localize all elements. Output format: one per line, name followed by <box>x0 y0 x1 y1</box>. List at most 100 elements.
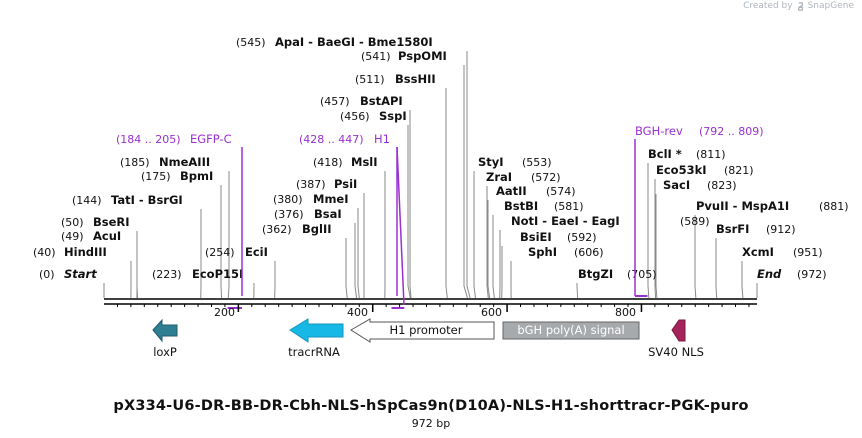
site-position: (223) <box>152 268 182 281</box>
site-name: PvuII - MspA1I <box>696 199 789 213</box>
site-leader <box>407 125 411 299</box>
site-leader <box>409 110 412 299</box>
site-leader <box>694 215 697 299</box>
site-leader <box>576 283 579 299</box>
site-position: (380) <box>273 193 303 206</box>
site-position: (951) <box>793 246 823 259</box>
site-position: (811) <box>696 148 726 161</box>
primer-marks: (184 .. 205)EGFP-C(428 .. 447)H1(792 .. … <box>116 124 764 309</box>
site-leader <box>473 171 477 299</box>
site-position: (387) <box>296 178 326 191</box>
SV40-NLS-feature-arrow <box>671 319 686 342</box>
primer-range: (184 .. 205) <box>116 133 181 146</box>
primer-name: H1 <box>374 132 390 146</box>
site-position: (456) <box>340 110 370 123</box>
tracrRNA-feature-arrow <box>289 318 344 343</box>
plasmid-map: (0)Start(40)HindIII(49)AcuI(50)BseRI(144… <box>33 35 849 359</box>
site-position: (175) <box>141 170 171 183</box>
site-leader <box>227 171 230 299</box>
site-position: (376) <box>274 208 304 221</box>
site-leader <box>354 223 358 299</box>
site-position: (0) <box>39 268 55 281</box>
site-leader <box>345 238 348 299</box>
site-position: (254) <box>205 246 235 259</box>
site-position: (553) <box>522 156 552 169</box>
site-position: (574) <box>546 185 576 198</box>
sequence-backbone <box>104 298 757 305</box>
site-position: (972) <box>797 268 827 281</box>
site-name: BstBI <box>504 199 538 213</box>
site-name: ZraI <box>486 170 512 184</box>
site-name: EciI <box>245 245 268 259</box>
primer-range: (792 .. 809) <box>699 125 764 138</box>
site-position: (457) <box>320 95 350 108</box>
site-name: BglII <box>302 222 332 236</box>
site-position: (541) <box>361 50 391 63</box>
site-leader <box>654 179 657 299</box>
snapgene-credit: Created by SnapGene <box>743 1 854 11</box>
H1-promoter-feature-arrow <box>350 318 495 343</box>
site-position: (821) <box>724 164 754 177</box>
site-position: (545) <box>236 36 266 49</box>
site-labels: (0)Start(40)HindIII(49)AcuI(50)BseRI(144… <box>33 35 849 281</box>
site-name: BpmI <box>180 169 213 183</box>
site-name: BsrFI <box>716 222 749 236</box>
site-leader <box>463 65 468 299</box>
site-leader <box>136 231 139 299</box>
site-name: AatII <box>496 184 527 198</box>
site-position: (511) <box>355 73 385 86</box>
primer-name: EGFP-C <box>190 132 232 146</box>
site-name: BssHII <box>395 72 436 86</box>
feature-label: tracrRNA <box>288 345 340 359</box>
site-name: MslI <box>351 155 378 169</box>
site-name: Start <box>64 267 97 281</box>
primer-leader-slant <box>396 146 405 306</box>
site-name: PspOMI <box>398 49 447 63</box>
feature-label: SV40 NLS <box>648 345 704 359</box>
site-leader <box>655 194 658 299</box>
primer-name: BGH-rev <box>635 124 683 138</box>
ruler-label: 600 <box>481 306 502 319</box>
site-position: (185) <box>120 156 150 169</box>
credit-brand: SnapGene <box>807 1 854 11</box>
site-position: (592) <box>567 231 597 244</box>
site-name: MmeI <box>313 192 349 206</box>
site-name: ApaI - BaeGI - Bme1580I <box>275 35 433 49</box>
site-name: SphI <box>528 245 557 259</box>
site-name: BsaI <box>314 207 342 221</box>
site-position: (823) <box>707 179 737 192</box>
site-leader-lines <box>103 51 758 299</box>
site-name: TatI - BsrGI <box>111 193 183 207</box>
site-leader <box>220 185 223 299</box>
site-name: BstAPI <box>360 94 403 108</box>
feature-label: bGH poly(A) signal <box>517 323 624 337</box>
site-position: (144) <box>72 194 102 207</box>
site-name: SspI <box>379 109 407 123</box>
site-name: EcoP15I <box>192 267 243 281</box>
site-position: (362) <box>262 223 292 236</box>
site-leader <box>487 200 491 299</box>
site-leader <box>741 261 744 299</box>
ruler-label: 400 <box>347 306 368 319</box>
site-position: (912) <box>766 223 796 236</box>
site-position: (418) <box>313 156 343 169</box>
site-name: BsiEI <box>520 230 552 244</box>
site-position: (581) <box>554 200 584 213</box>
site-leader <box>715 238 718 299</box>
loxP-feature-arrow <box>152 318 178 343</box>
site-leader <box>466 51 471 299</box>
site-position: (606) <box>574 246 604 259</box>
site-leader <box>486 186 489 299</box>
bGH-polyA-feature-box <box>502 321 640 340</box>
site-name: End <box>757 267 782 281</box>
credit-text: Created by <box>743 1 793 11</box>
site-name: NmeAIII <box>159 155 210 169</box>
feature-label: H1 promoter <box>390 323 463 337</box>
site-position: (572) <box>531 171 561 184</box>
site-name: HindIII <box>64 245 107 259</box>
site-name: Eco53kI <box>656 163 707 177</box>
site-leader <box>357 208 360 299</box>
snapgene-logo-icon <box>797 1 803 11</box>
